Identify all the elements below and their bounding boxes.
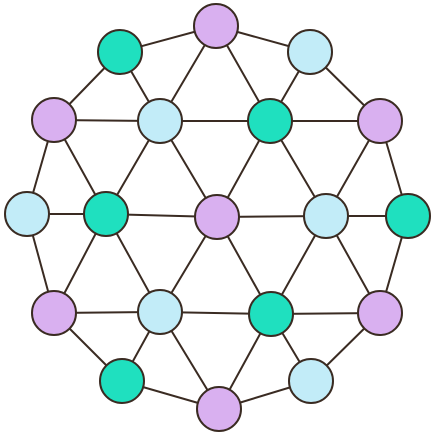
node-n17-teal — [99, 358, 145, 404]
node-n15-teal — [248, 291, 294, 337]
node-n14-light-blue — [137, 289, 183, 335]
node-n8-light-blue — [4, 191, 50, 237]
node-n10-purple — [194, 194, 240, 240]
node-n13-purple — [31, 290, 77, 336]
node-n7-purple — [357, 98, 403, 144]
node-n11-light-blue — [303, 193, 349, 239]
node-n9-teal — [83, 191, 129, 237]
node-n5-light-blue — [137, 98, 183, 144]
node-n3-light-blue — [287, 29, 333, 75]
node-n6-teal — [247, 98, 293, 144]
node-n2-teal — [97, 29, 143, 75]
node-n18-light-blue — [288, 358, 334, 404]
node-n16-purple — [357, 290, 403, 336]
nodes-layer — [4, 3, 431, 432]
node-n12-teal — [385, 193, 431, 239]
node-n19-purple — [196, 386, 242, 432]
node-n1-purple — [193, 3, 239, 49]
node-n4-purple — [31, 97, 77, 143]
